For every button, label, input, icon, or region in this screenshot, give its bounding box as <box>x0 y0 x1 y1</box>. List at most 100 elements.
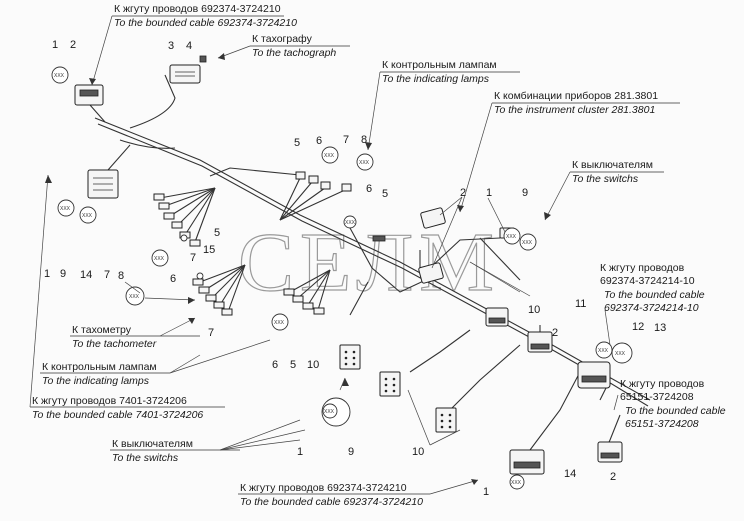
wire-fan-center <box>283 269 331 315</box>
stamp-discs: ХХХ ХХХ ХХХ ХХХ ХХХ ХХХ ХХХ ХХХ ХХХ ХХХ … <box>51 66 633 490</box>
svg-text:4: 4 <box>186 40 192 52</box>
svg-text:11: 11 <box>575 298 586 310</box>
svg-text:To the indicating lamps: To the indicating lamps <box>42 375 150 387</box>
svg-text:1: 1 <box>52 39 58 51</box>
callout-switches-left: К выключателям To the switchs <box>112 438 193 464</box>
svg-text:К контрольным лампам: К контрольным лампам <box>382 59 497 71</box>
svg-text:ХХХ: ХХХ <box>154 256 165 262</box>
svg-text:6: 6 <box>272 359 278 371</box>
callout-tachometer: К тахометру To the tachometer <box>72 324 157 350</box>
svg-text:5: 5 <box>294 137 300 149</box>
svg-text:ХХХ: ХХХ <box>324 153 335 159</box>
svg-text:ХХХ: ХХХ <box>615 351 626 357</box>
connector-11 <box>577 361 611 389</box>
svg-text:ХХХ: ХХХ <box>82 213 93 219</box>
svg-text:65151-3724208: 65151-3724208 <box>620 391 694 403</box>
svg-text:6: 6 <box>170 273 176 285</box>
callout-harness-right1: К жгуту проводов 692374-3724214-10 To th… <box>600 262 705 314</box>
connector-10-b <box>339 344 361 370</box>
svg-text:7: 7 <box>208 327 214 339</box>
watermark: СЕЛМ <box>238 216 500 309</box>
svg-text:2: 2 <box>70 39 76 51</box>
callout-harness-right2: К жгуту проводов 65151-3724208 To the bo… <box>620 378 726 430</box>
connector-10-c <box>379 371 401 397</box>
svg-text:9: 9 <box>522 187 528 199</box>
svg-text:ХХХ: ХХХ <box>506 234 517 240</box>
svg-text:К контрольным лампам: К контрольным лампам <box>42 361 157 373</box>
svg-text:9: 9 <box>348 446 354 458</box>
callout-top-harness: К жгуту проводов 692374-3724210 To the b… <box>114 3 297 29</box>
connector-3 <box>169 64 201 84</box>
svg-text:To the instrument cluster 281.: To the instrument cluster 281.3801 <box>494 104 655 116</box>
svg-text:1: 1 <box>297 446 303 458</box>
svg-text:To the bounded cable 692374-37: To the bounded cable 692374-3724210 <box>240 496 423 508</box>
connector-14-bottom <box>509 449 545 475</box>
svg-text:7: 7 <box>104 269 110 281</box>
svg-text:7: 7 <box>190 252 196 264</box>
svg-text:8: 8 <box>118 270 124 282</box>
svg-text:1: 1 <box>483 486 489 498</box>
svg-text:692374-3724214-10: 692374-3724214-10 <box>604 302 699 314</box>
connector-10-a <box>485 307 509 327</box>
connector-2-center <box>372 207 446 284</box>
svg-text:To the switchs: To the switchs <box>572 173 639 185</box>
connector-14-top <box>87 169 119 199</box>
svg-text:2: 2 <box>610 471 616 483</box>
leader-lines <box>29 15 680 495</box>
svg-text:К выключателям: К выключателям <box>572 159 653 171</box>
wire-fan-upper <box>279 171 352 221</box>
svg-text:7: 7 <box>343 134 349 146</box>
svg-text:ХХХ: ХХХ <box>598 348 609 354</box>
svg-text:To the bounded cable: To the bounded cable <box>604 289 705 301</box>
svg-text:To the bounded cable 7401-3724: To the bounded cable 7401-3724206 <box>32 409 203 421</box>
svg-text:14: 14 <box>564 468 576 480</box>
svg-text:10: 10 <box>307 359 319 371</box>
svg-text:6: 6 <box>316 135 322 147</box>
svg-text:692374-3724214-10: 692374-3724214-10 <box>600 275 695 287</box>
svg-text:To the bounded cable: To the bounded cable <box>625 405 726 417</box>
svg-text:5: 5 <box>382 188 388 200</box>
svg-text:К комбинации приборов 281.3801: К комбинации приборов 281.3801 <box>494 90 658 102</box>
callout-cluster: К комбинации приборов 281.3801 To the in… <box>494 90 658 116</box>
svg-text:12: 12 <box>632 321 644 333</box>
svg-text:To the tachograph: To the tachograph <box>252 47 336 59</box>
svg-text:ХХХ: ХХХ <box>345 220 356 226</box>
svg-text:8: 8 <box>361 134 367 146</box>
wire-fan-lower-left <box>192 264 246 316</box>
svg-text:15: 15 <box>203 244 215 256</box>
callout-lamps-top: К контрольным лампам To the indicating l… <box>382 59 497 85</box>
svg-text:2: 2 <box>552 327 558 339</box>
svg-text:К жгуту проводов 7401-3724206: К жгуту проводов 7401-3724206 <box>32 395 187 407</box>
main-bundle <box>89 74 651 451</box>
svg-text:10: 10 <box>528 304 540 316</box>
svg-text:К жгуту проводов 692374-372421: К жгуту проводов 692374-3724210 <box>240 482 407 494</box>
svg-text:К жгуту проводов: К жгуту проводов <box>620 378 705 390</box>
svg-text:К выключателям: К выключателям <box>112 438 193 450</box>
svg-text:65151-3724208: 65151-3724208 <box>625 418 699 430</box>
svg-text:1: 1 <box>486 187 492 199</box>
connector-2-top <box>74 84 104 106</box>
svg-text:ХХХ: ХХХ <box>60 206 71 212</box>
svg-text:10: 10 <box>412 446 424 458</box>
svg-text:5: 5 <box>290 359 296 371</box>
svg-text:9: 9 <box>60 268 66 280</box>
connector-2-mid <box>527 331 553 353</box>
svg-text:К жгуту проводов 692374-372421: К жгуту проводов 692374-3724210 <box>114 3 281 15</box>
callout-harness-left: К жгуту проводов 7401-3724206 To the bou… <box>32 395 203 421</box>
svg-text:ХХХ: ХХХ <box>511 480 522 486</box>
callout-switches-right: К выключателям To the switchs <box>572 159 653 185</box>
svg-text:1: 1 <box>44 268 50 280</box>
svg-text:К тахографу: К тахографу <box>252 33 313 45</box>
svg-text:ХХХ: ХХХ <box>129 294 140 300</box>
svg-text:ХХХ: ХХХ <box>522 240 533 246</box>
connector-2-bottom <box>597 441 623 463</box>
svg-text:ХХХ: ХХХ <box>54 73 65 79</box>
callout-bottom-harness: К жгуту проводов 692374-3724210 To the b… <box>240 482 423 508</box>
svg-text:14: 14 <box>80 269 92 281</box>
svg-text:6: 6 <box>366 183 372 195</box>
svg-text:To the bounded cable 692374-37: To the bounded cable 692374-3724210 <box>114 17 297 29</box>
svg-text:13: 13 <box>654 322 666 334</box>
svg-text:ХХХ: ХХХ <box>359 160 370 166</box>
connector-4 <box>199 55 207 63</box>
svg-text:К жгуту проводов: К жгуту проводов <box>600 262 685 274</box>
